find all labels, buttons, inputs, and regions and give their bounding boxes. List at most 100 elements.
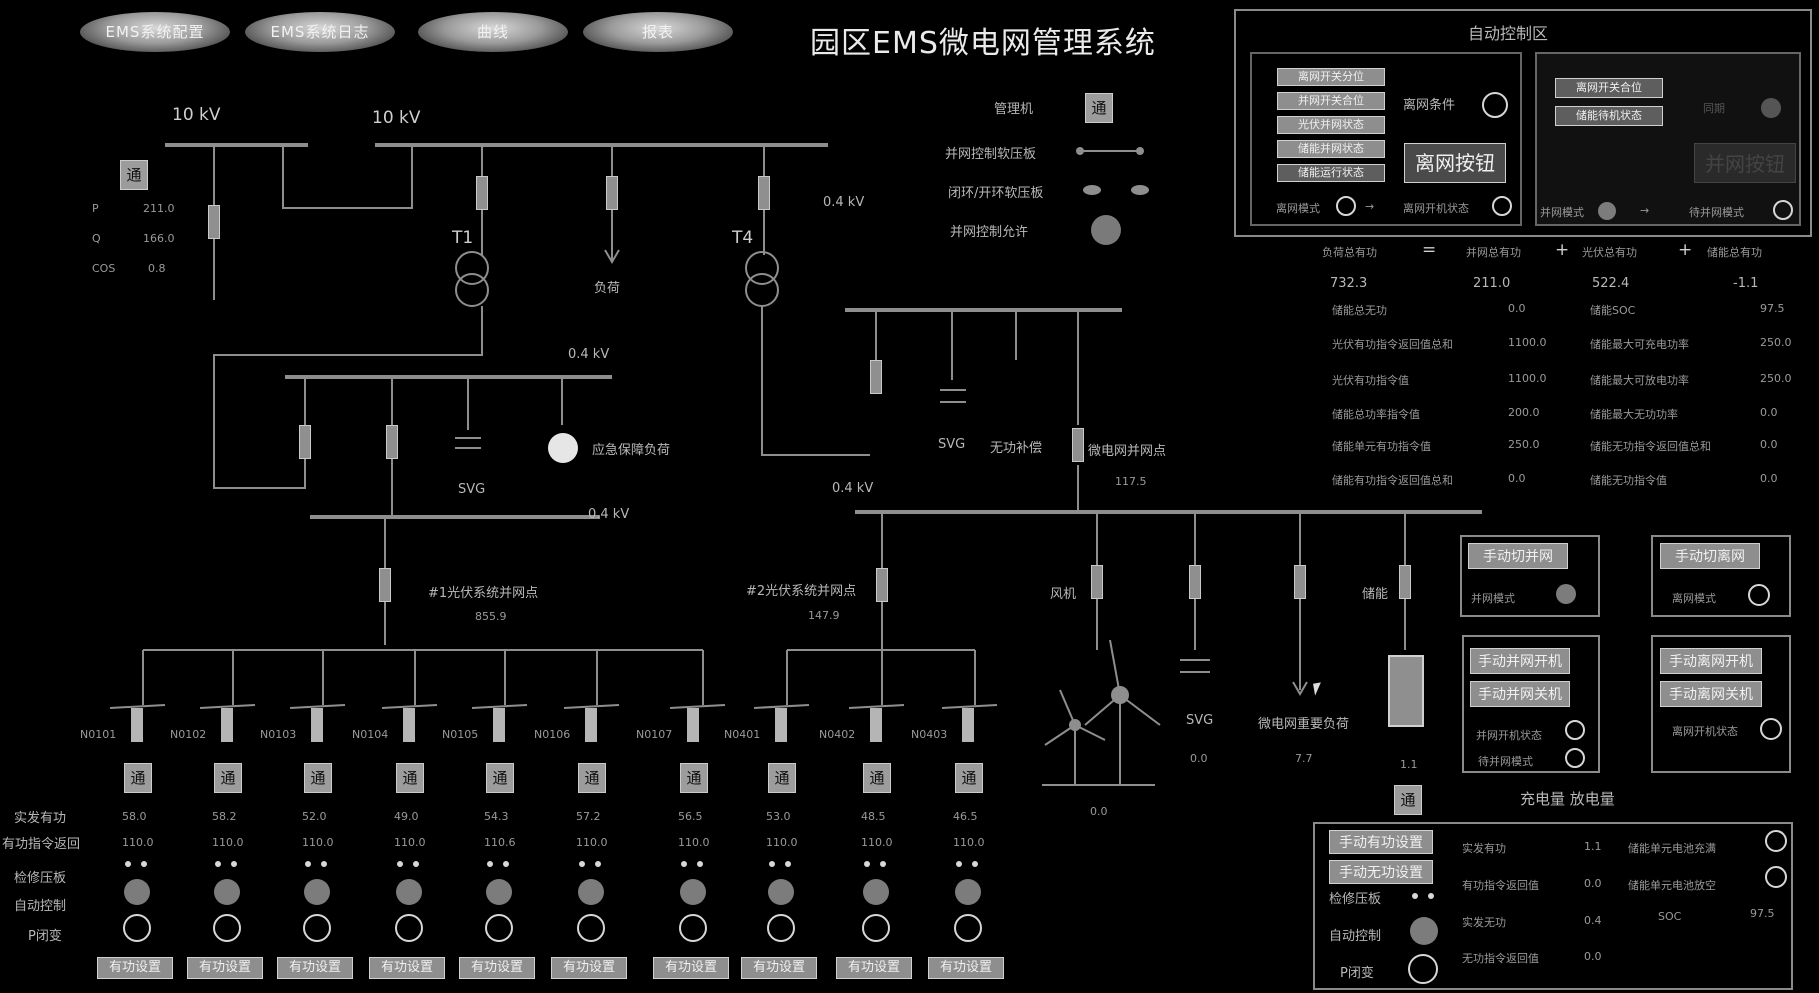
ongrid-button[interactable]: 并网按钮 <box>1694 143 1796 183</box>
inverter-pressure-dot[interactable] <box>125 861 131 867</box>
inverter-pressure-dot[interactable] <box>579 861 585 867</box>
inverter-p-change-toggle[interactable] <box>213 914 241 942</box>
stats-label: 储能无功指令返回值总和 <box>1590 440 1711 453</box>
inverter-icon <box>311 708 323 742</box>
manual-switch-offgrid-button[interactable]: 手动切离网 <box>1660 543 1760 569</box>
inverter-active-power: 58.0 <box>122 810 147 823</box>
inverter-active-set-button[interactable]: 有功设置 <box>277 957 353 979</box>
inverter-auto-toggle[interactable] <box>214 879 240 905</box>
bus-label-10kv-1: 10 kV <box>172 105 221 125</box>
inverter-cmd-return: 110.0 <box>122 836 154 849</box>
nav-report-button[interactable]: 报表 <box>583 12 733 52</box>
breaker-lv-2[interactable] <box>386 425 398 459</box>
inverter-active-set-button[interactable]: 有功设置 <box>928 957 1004 979</box>
inverter-auto-toggle[interactable] <box>768 879 794 905</box>
manual-ongrid-stop-button[interactable]: 手动并网关机 <box>1470 681 1570 707</box>
inverter-active-set-button[interactable]: 有功设置 <box>551 957 627 979</box>
inverter-pressure-dot[interactable] <box>305 861 311 867</box>
inverter-pressure-dot[interactable] <box>215 861 221 867</box>
inverter-p-change-toggle[interactable] <box>395 914 423 942</box>
breaker-t4[interactable] <box>758 176 770 210</box>
inverter-auto-toggle[interactable] <box>863 879 889 905</box>
breaker-pv2[interactable] <box>876 568 888 602</box>
inverter-auto-toggle[interactable] <box>578 879 604 905</box>
inverter-p-change-toggle[interactable] <box>767 914 795 942</box>
inverter-pressure-dot[interactable] <box>413 861 419 867</box>
inverter-active-set-button[interactable]: 有功设置 <box>459 957 535 979</box>
stats-label: 储能单元有功指令值 <box>1332 440 1431 453</box>
manual-active-set-button[interactable]: 手动有功设置 <box>1329 830 1433 854</box>
inverter-active-set-button[interactable]: 有功设置 <box>97 957 173 979</box>
breaker-bat[interactable] <box>1399 565 1411 599</box>
breaker-micro-1[interactable] <box>870 360 882 394</box>
inverter-active-set-button[interactable]: 有功设置 <box>187 957 263 979</box>
pv1-point-label: #1光伏系统并网点 <box>428 586 539 601</box>
inverter-p-change-toggle[interactable] <box>123 914 151 942</box>
inverter-active-set-button[interactable]: 有功设置 <box>653 957 729 979</box>
inverter-auto-toggle[interactable] <box>955 879 981 905</box>
inverter-p-change-toggle[interactable] <box>485 914 513 942</box>
inverter-p-change-toggle[interactable] <box>303 914 331 942</box>
breaker-lv-1[interactable] <box>299 425 311 459</box>
battery-comm-icon: 通 <box>1394 785 1422 815</box>
inverter-auto-toggle[interactable] <box>486 879 512 905</box>
inverter-pressure-dot[interactable] <box>956 861 962 867</box>
inverter-pressure-dot[interactable] <box>231 861 237 867</box>
breaker-meter[interactable] <box>208 205 220 239</box>
inverter-pressure-dot[interactable] <box>321 861 327 867</box>
manual-offgrid-start-panel <box>1651 635 1791 773</box>
inverter-pressure-dot[interactable] <box>697 861 703 867</box>
inverter-pressure-dot[interactable] <box>785 861 791 867</box>
inverter-auto-toggle[interactable] <box>680 879 706 905</box>
inverter-pressure-dot[interactable] <box>141 861 147 867</box>
inverter-comm-icon: 通 <box>863 763 891 793</box>
inverter-active-power: 58.2 <box>212 810 237 823</box>
inverter-active-set-button[interactable]: 有功设置 <box>741 957 817 979</box>
inverter-pressure-dot[interactable] <box>681 861 687 867</box>
inverter-pressure-dot[interactable] <box>769 861 775 867</box>
inverter-pressure-dot[interactable] <box>595 861 601 867</box>
bat-auto-toggle[interactable] <box>1410 917 1438 945</box>
inverter-active-set-button[interactable]: 有功设置 <box>369 957 445 979</box>
manual-reactive-set-button[interactable]: 手动无功设置 <box>1329 860 1433 884</box>
ongrid-mode-indicator <box>1598 202 1616 220</box>
bat-pressure-dot-2[interactable] <box>1428 893 1434 899</box>
nav-ems-log-button[interactable]: EMS系统日志 <box>245 12 395 52</box>
wind-value: 0.0 <box>1090 805 1108 818</box>
breaker-load2[interactable] <box>1294 565 1306 599</box>
inverter-pressure-dot[interactable] <box>972 861 978 867</box>
bat-pr-toggle[interactable] <box>1408 954 1438 984</box>
inverter-comm-icon: 通 <box>396 763 424 793</box>
inverter-auto-toggle[interactable] <box>396 879 422 905</box>
inverter-pressure-dot[interactable] <box>487 861 493 867</box>
inverter-p-change-toggle[interactable] <box>954 914 982 942</box>
manual-switch-ongrid-button[interactable]: 手动切并网 <box>1468 543 1568 569</box>
inverter-icon <box>403 708 415 742</box>
nav-ems-config-button[interactable]: EMS系统配置 <box>80 12 230 52</box>
inverter-p-change-toggle[interactable] <box>862 914 890 942</box>
inverter-p-change-toggle[interactable] <box>577 914 605 942</box>
breaker-load[interactable] <box>606 176 618 210</box>
inverter-p-change-toggle[interactable] <box>679 914 707 942</box>
breaker-pv1[interactable] <box>379 568 391 602</box>
stats-value: 0.0 <box>1760 472 1778 485</box>
nav-curve-button[interactable]: 曲线 <box>418 12 568 52</box>
manual-offgrid-start-button[interactable]: 手动离网开机 <box>1660 648 1762 674</box>
bat-pressure-dot-1[interactable] <box>1412 893 1418 899</box>
offgrid-button[interactable]: 离网按钮 <box>1404 143 1506 183</box>
breaker-svg[interactable] <box>1189 565 1201 599</box>
inverter-active-set-button[interactable]: 有功设置 <box>836 957 912 979</box>
breaker-pcc[interactable] <box>1072 428 1084 462</box>
inverter-pressure-dot[interactable] <box>397 861 403 867</box>
inverter-auto-toggle[interactable] <box>304 879 330 905</box>
stats-label: 光伏有功指令值 <box>1332 374 1409 387</box>
manual-ongrid-start-button[interactable]: 手动并网开机 <box>1470 648 1570 674</box>
stats-value: 0.0 <box>1508 472 1526 485</box>
breaker-t1[interactable] <box>476 176 488 210</box>
inverter-pressure-dot[interactable] <box>880 861 886 867</box>
inverter-pressure-dot[interactable] <box>503 861 509 867</box>
breaker-wind[interactable] <box>1091 565 1103 599</box>
manual-offgrid-stop-button[interactable]: 手动离网关机 <box>1660 681 1762 707</box>
inverter-pressure-dot[interactable] <box>864 861 870 867</box>
inverter-auto-toggle[interactable] <box>124 879 150 905</box>
